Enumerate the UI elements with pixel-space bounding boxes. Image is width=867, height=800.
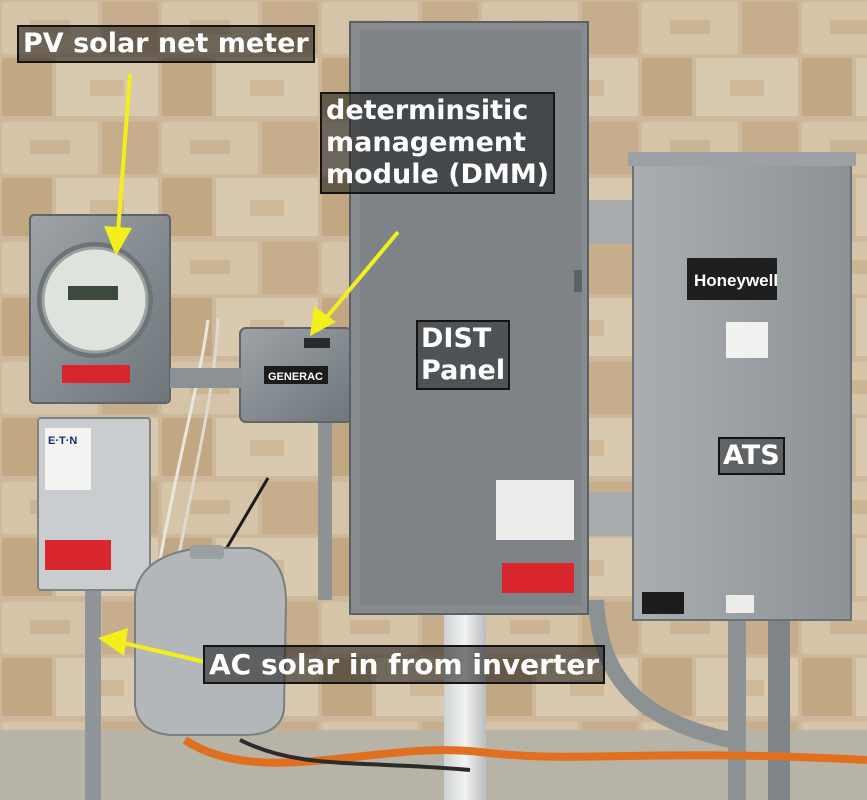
conduit-dist-ats-top — [586, 200, 638, 244]
orange-cable — [182, 736, 867, 767]
dist-panel-label-line-1: DIST — [421, 323, 492, 354]
ats-label: ATS — [718, 437, 785, 475]
arrow-ac-solar — [98, 628, 206, 664]
white-wires-2 — [174, 317, 220, 571]
white-wires — [158, 319, 210, 561]
dist-panel-label: DIST Panel — [416, 320, 511, 390]
pv-net-meter-label: PV solar net meter — [17, 25, 315, 63]
ac-solar-housing — [134, 545, 288, 736]
conduit-ats-2 — [768, 615, 790, 800]
ats-box: Honeywell — [628, 152, 856, 621]
honeywell-logo: Honeywell — [694, 271, 778, 290]
black-wire — [239, 738, 471, 772]
conduit-ats-1 — [728, 615, 746, 800]
arrow-net-meter — [104, 73, 132, 256]
dmm-label-line-2: management — [326, 126, 527, 158]
antenna-wire — [220, 477, 270, 557]
ac-disconnect: E·T·N — [37, 417, 151, 591]
dmm-label-line-3: module (DMM) — [326, 158, 550, 190]
arrow-dmm — [310, 230, 400, 336]
dmm-label: determinsitic management module (DMM) — [320, 92, 556, 194]
conduit-flex — [588, 599, 732, 748]
ac-solar-label: AC solar in from inverter — [203, 645, 606, 685]
conduit-left — [85, 585, 101, 800]
dist-panel-label-line-2: Panel — [421, 354, 506, 386]
conduit-dmm — [318, 420, 332, 600]
generac-logo: GENERAC — [268, 371, 323, 383]
pvc-pipe — [444, 612, 486, 800]
pv-net-meter — [29, 214, 171, 404]
conduit-dist-ats-bottom — [586, 492, 638, 536]
dmm-label-line-1: determinsitic — [326, 95, 529, 126]
eaton-logo: E·T·N — [48, 435, 77, 447]
generac-dmm: GENERAC — [170, 327, 353, 423]
